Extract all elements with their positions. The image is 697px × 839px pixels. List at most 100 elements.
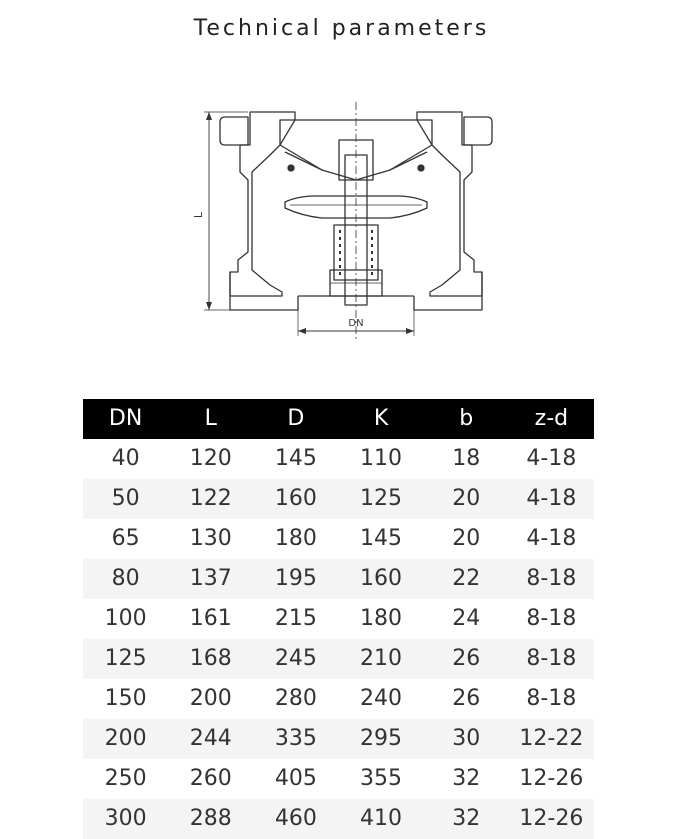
- seat-ring-right: [417, 164, 425, 172]
- cell-dn: 100: [83, 599, 169, 639]
- valve-stem: [344, 154, 368, 306]
- cell-l: 130: [168, 519, 254, 559]
- cell-z-d: 12-26: [508, 799, 594, 839]
- dn-arrow-left: [298, 328, 306, 334]
- cell-b: 30: [423, 719, 509, 759]
- cell-l: 244: [168, 719, 254, 759]
- stem-top-guide: [338, 139, 374, 181]
- cell-dn: 300: [83, 799, 169, 839]
- cell-dn: 200: [83, 719, 169, 759]
- dn-dimension-label: DN: [348, 318, 363, 329]
- cell-dn: 50: [83, 479, 169, 519]
- valve-body-right: [416, 111, 483, 297]
- cell-z-d: 8-18: [508, 559, 594, 599]
- cell-b: 32: [423, 799, 509, 839]
- header-b: b: [423, 399, 509, 439]
- cell-k: 355: [338, 759, 424, 799]
- cell-b: 32: [423, 759, 509, 799]
- cell-l: 120: [168, 439, 254, 479]
- table-row: 250 260 405 355 32 12-26: [83, 759, 594, 799]
- table-row: 150 200 280 240 26 8-18: [83, 679, 594, 719]
- length-arrow-bottom: [206, 302, 212, 310]
- cell-k: 295: [338, 719, 424, 759]
- spring-housing: [333, 224, 379, 281]
- cell-d: 160: [253, 479, 339, 519]
- header-k: K: [338, 399, 424, 439]
- seat-ring-left: [287, 164, 295, 172]
- cell-d: 145: [253, 439, 339, 479]
- cell-dn: 80: [83, 559, 169, 599]
- cell-k: 210: [338, 639, 424, 679]
- cell-l: 288: [168, 799, 254, 839]
- valve-body-left: [229, 111, 296, 297]
- cell-z-d: 4-18: [508, 439, 594, 479]
- flange-tab-right: [463, 116, 493, 146]
- cell-d: 180: [253, 519, 339, 559]
- cell-k: 160: [338, 559, 424, 599]
- length-dimension-label: L: [192, 211, 205, 218]
- cell-l: 161: [168, 599, 254, 639]
- cell-k: 125: [338, 479, 424, 519]
- cell-l: 168: [168, 639, 254, 679]
- cell-z-d: 8-18: [508, 599, 594, 639]
- cell-d: 405: [253, 759, 339, 799]
- cell-dn: 125: [83, 639, 169, 679]
- cell-d: 280: [253, 679, 339, 719]
- cell-k: 110: [338, 439, 424, 479]
- cell-k: 180: [338, 599, 424, 639]
- page-title: Technical parameters: [193, 16, 490, 41]
- bottom-flange-right: [413, 272, 483, 311]
- table-row: 100 161 215 180 24 8-18: [83, 599, 594, 639]
- header-l: L: [168, 399, 254, 439]
- cell-b: 26: [423, 639, 509, 679]
- cell-b: 22: [423, 559, 509, 599]
- cell-dn: 65: [83, 519, 169, 559]
- cell-dn: 150: [83, 679, 169, 719]
- cell-b: 20: [423, 479, 509, 519]
- cell-l: 260: [168, 759, 254, 799]
- cone-line-left: [284, 151, 323, 171]
- parameters-table: DN L D K b z-d 40 120 145 110 18 4-18 50…: [83, 399, 594, 839]
- header-dn: DN: [83, 399, 169, 439]
- length-arrow-top: [206, 112, 212, 120]
- table-row: 40 120 145 110 18 4-18: [83, 439, 594, 479]
- cell-l: 122: [168, 479, 254, 519]
- cell-l: 137: [168, 559, 254, 599]
- table-row: 300 288 460 410 32 12-26: [83, 799, 594, 839]
- cell-k: 240: [338, 679, 424, 719]
- flange-tab-left: [219, 116, 249, 146]
- header-d: D: [253, 399, 339, 439]
- cell-d: 195: [253, 559, 339, 599]
- cell-l: 200: [168, 679, 254, 719]
- cell-d: 335: [253, 719, 339, 759]
- cell-b: 24: [423, 599, 509, 639]
- cell-z-d: 4-18: [508, 519, 594, 559]
- cell-z-d: 12-22: [508, 719, 594, 759]
- cell-d: 460: [253, 799, 339, 839]
- table-row: 125 168 245 210 26 8-18: [83, 639, 594, 679]
- cell-b: 20: [423, 519, 509, 559]
- table-row: 50 122 160 125 20 4-18: [83, 479, 594, 519]
- cell-z-d: 4-18: [508, 479, 594, 519]
- table-header-row: DN L D K b z-d: [83, 399, 594, 439]
- bottom-flange-left: [229, 272, 299, 311]
- cell-z-d: 12-26: [508, 759, 594, 799]
- table-row: 80 137 195 160 22 8-18: [83, 559, 594, 599]
- cell-dn: 40: [83, 439, 169, 479]
- valve-cross-section-drawing: L DN: [190, 100, 510, 345]
- table-row: 65 130 180 145 20 4-18: [83, 519, 594, 559]
- cell-z-d: 8-18: [508, 679, 594, 719]
- cell-dn: 250: [83, 759, 169, 799]
- cell-b: 26: [423, 679, 509, 719]
- cell-b: 18: [423, 439, 509, 479]
- cell-d: 215: [253, 599, 339, 639]
- table-row: 200 244 335 295 30 12-22: [83, 719, 594, 759]
- cell-z-d: 8-18: [508, 639, 594, 679]
- cell-d: 245: [253, 639, 339, 679]
- disc-plate: [284, 195, 428, 219]
- cell-k: 410: [338, 799, 424, 839]
- header-z-d: z-d: [508, 399, 594, 439]
- dn-arrow-right: [406, 328, 414, 334]
- valve-drawing-svg: L DN: [192, 102, 493, 340]
- cell-k: 145: [338, 519, 424, 559]
